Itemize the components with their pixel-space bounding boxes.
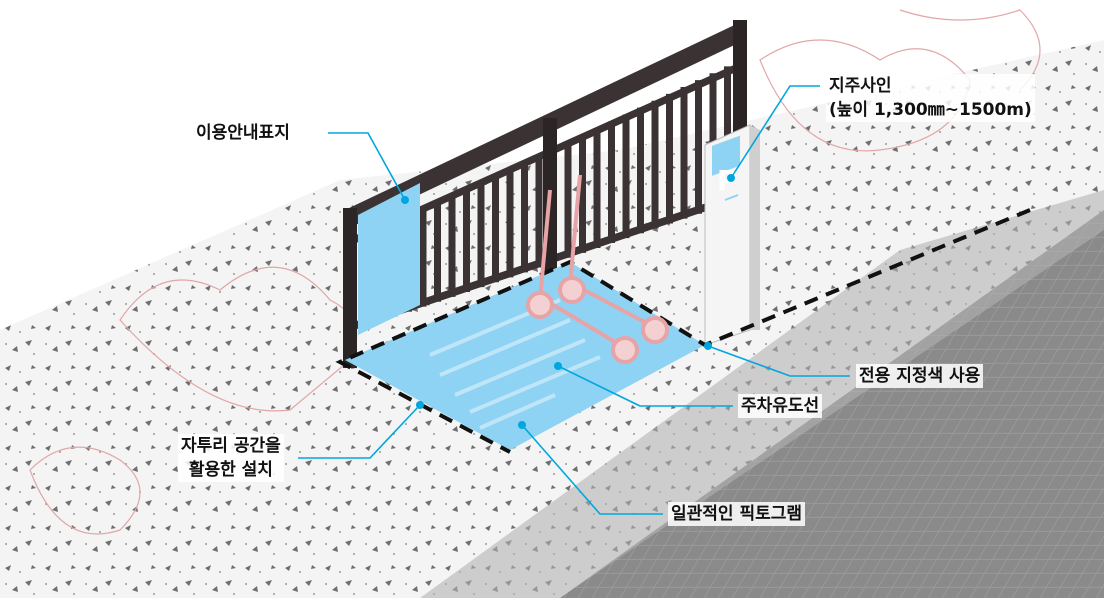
parking-pad <box>345 262 705 450</box>
info-sign-label: 이용안내표지 <box>193 121 293 145</box>
leftover-space-label-line2: 활용한 설치 <box>188 460 273 480</box>
dedicated-color-label: 전용 지정색 사용 <box>856 364 984 388</box>
leftover-space-label: 자투리 공간을 활용한 설치 <box>178 434 284 482</box>
pillar-sign: P <box>704 124 760 346</box>
pillar-sign-label: 지주사인 (높이 1,300㎜~1500m) <box>826 74 1035 122</box>
pillar-sign-label-line2: (높이 1,300㎜~1500m) <box>829 100 1032 120</box>
parking-pad-border <box>335 208 1031 454</box>
pictogram-label: 일관적인 픽토그램 <box>668 502 806 526</box>
leftover-space-label-line1: 자투리 공간을 <box>181 436 281 456</box>
info-sign-panel <box>358 183 420 335</box>
callout-dots <box>401 174 735 429</box>
pillar-sign-label-line1: 지주사인 <box>829 76 892 96</box>
parking-letter: P <box>717 164 738 197</box>
parking-guide-line-label: 주차유도선 <box>738 394 823 418</box>
callout-lines <box>298 85 850 515</box>
scooters <box>526 174 669 364</box>
